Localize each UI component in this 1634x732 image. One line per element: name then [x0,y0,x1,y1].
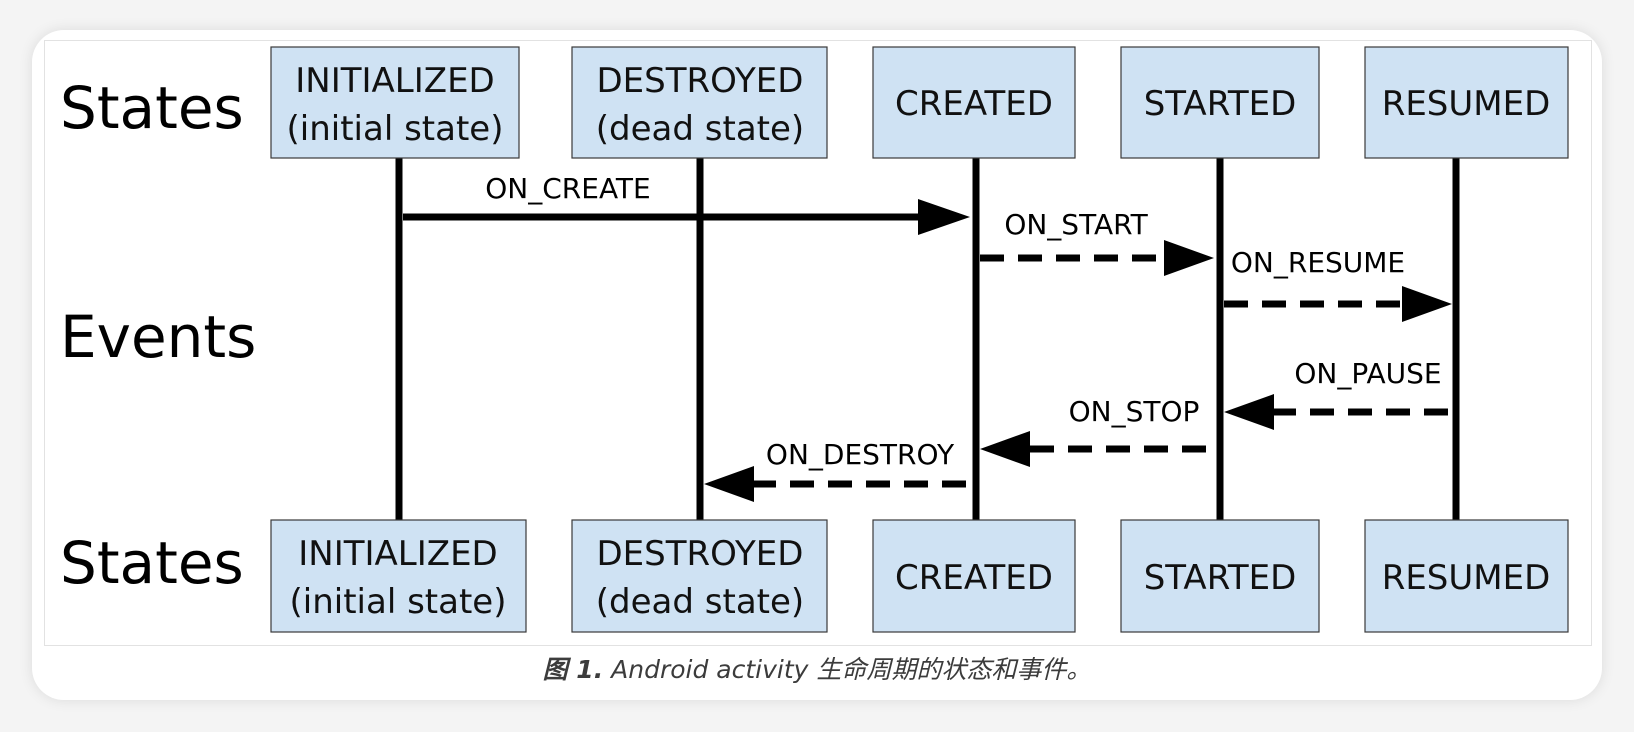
state-name: CREATED [895,558,1053,598]
event-arrows: ON_CREATE ON_START ON_RESUME ON_PAUSE ON… [403,172,1452,502]
state-subtitle: (initial state) [290,582,507,622]
event-on-resume: ON_RESUME [1224,246,1452,322]
event-label: ON_START [1004,208,1148,241]
state-name: RESUMED [1382,84,1551,124]
state-box-destroyed-bottom: DESTROYED (dead state) [571,519,828,633]
caption-text: Android activity 生命周期的状态和事件。 [603,655,1092,684]
event-on-create: ON_CREATE [403,172,970,235]
state-box-resumed-bottom: RESUMED [1364,519,1569,633]
state-box-resumed-top: RESUMED [1364,46,1569,159]
figure-caption: 图 1. Android activity 生命周期的状态和事件。 [0,650,1634,686]
event-label: ON_RESUME [1231,246,1405,279]
states-bottom-row: INITIALIZED (initial state) DESTROYED (d… [270,519,1569,633]
states-top-row: INITIALIZED (initial state) DESTROYED (d… [270,46,1569,159]
arrowhead-icon [1402,286,1452,322]
event-label: ON_DESTROY [766,438,955,471]
event-label: ON_CREATE [485,172,650,205]
state-box-started-bottom: STARTED [1120,519,1320,633]
state-box-created-bottom: CREATED [872,519,1076,633]
event-on-stop: ON_STOP [980,395,1216,467]
state-name: STARTED [1144,84,1297,124]
event-label: ON_PAUSE [1294,357,1441,390]
state-box-created-top: CREATED [872,46,1076,159]
row-label-states-top: States [60,74,244,142]
arrowhead-icon [1224,394,1274,430]
state-box-initialized-bottom: INITIALIZED (initial state) [270,519,527,633]
state-box-initialized-top: INITIALIZED (initial state) [270,46,520,159]
state-box-destroyed-top: DESTROYED (dead state) [571,46,828,159]
arrowhead-icon [980,431,1030,467]
arrowhead-icon [1164,240,1214,276]
state-name: STARTED [1144,558,1297,598]
state-name: INITIALIZED [295,61,494,101]
state-name: DESTROYED [597,61,804,101]
state-subtitle: (dead state) [596,582,804,622]
state-name: CREATED [895,84,1053,124]
row-label-events: Events [60,303,256,371]
event-on-start: ON_START [980,208,1214,276]
state-box-started-top: STARTED [1120,46,1320,159]
event-on-destroy: ON_DESTROY [704,438,972,502]
caption-label: 图 1. [542,655,604,684]
arrowhead-icon [918,199,970,235]
arrowhead-icon [704,466,754,502]
event-label: ON_STOP [1069,395,1200,428]
state-name: INITIALIZED [298,534,497,574]
event-on-pause: ON_PAUSE [1224,357,1452,430]
state-name: DESTROYED [597,534,804,574]
row-label-states-bottom: States [60,529,244,597]
state-subtitle: (initial state) [287,109,504,149]
state-subtitle: (dead state) [596,109,804,149]
state-name: RESUMED [1382,558,1551,598]
